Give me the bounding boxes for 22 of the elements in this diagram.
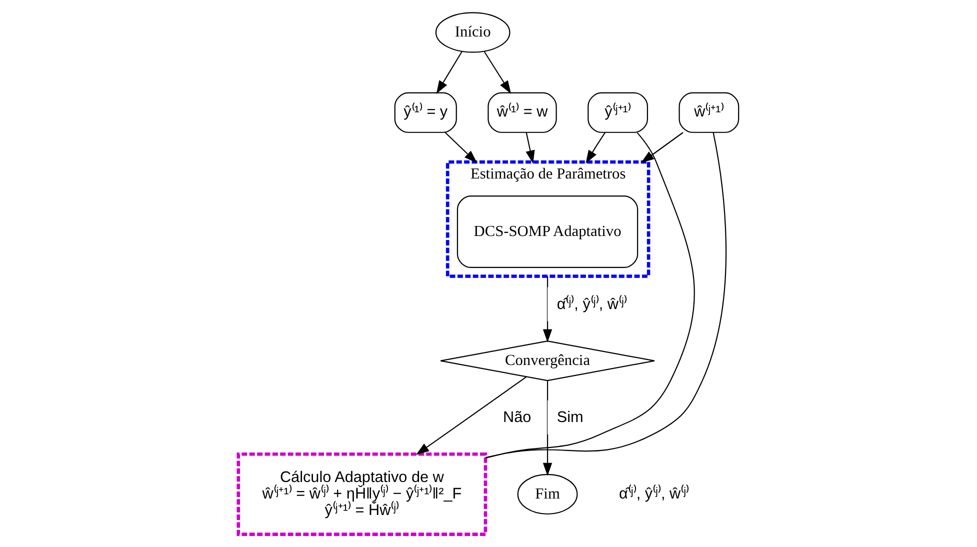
arrow <box>586 132 606 164</box>
node-diamond: Convergência <box>440 340 655 382</box>
arrow <box>526 132 535 164</box>
node-box: ŷ⁽ʲ⁺¹⁾ <box>588 92 648 133</box>
arrow <box>416 376 527 455</box>
node-box: Cálculo Adaptativo de w ŵ⁽ʲ⁺¹⁾ = ŵ⁽ʲ⁾ + ηȞ‖y⁽ʲ⁾ − ŷ⁽ʲ⁺¹⁾‖²_F ŷ⁽ʲ⁺¹⁾ = Ȟŵ⁽ʲ⁾ <box>236 452 488 536</box>
label: α̂⁽ʲ⁾, ŷ⁽ʲ⁾, ŵ⁽ʲ⁾ <box>619 485 690 502</box>
node-box: ŵ⁽¹⁾ = w <box>488 92 557 133</box>
edge-label: α̂⁽ʲ⁾, ŷ⁽ʲ⁾, ŵ⁽ʲ⁾ <box>556 296 627 313</box>
edge-label: Não <box>503 408 532 426</box>
arrow <box>484 51 512 94</box>
node-ellipse: Início <box>435 12 510 53</box>
arrow <box>542 380 552 476</box>
node-ellipse: Fim <box>517 474 578 515</box>
arrow <box>436 51 462 94</box>
edge-label: Sim <box>556 408 584 426</box>
arrow <box>542 276 552 342</box>
node-box: DCS-SOMP Adaptativo <box>456 196 638 268</box>
node-box: ŵ⁽ʲ⁺¹⁾ <box>678 92 740 133</box>
arrow <box>444 132 478 164</box>
node-box: ŷ⁽¹⁾ = y <box>394 92 457 133</box>
arrow <box>640 132 684 164</box>
